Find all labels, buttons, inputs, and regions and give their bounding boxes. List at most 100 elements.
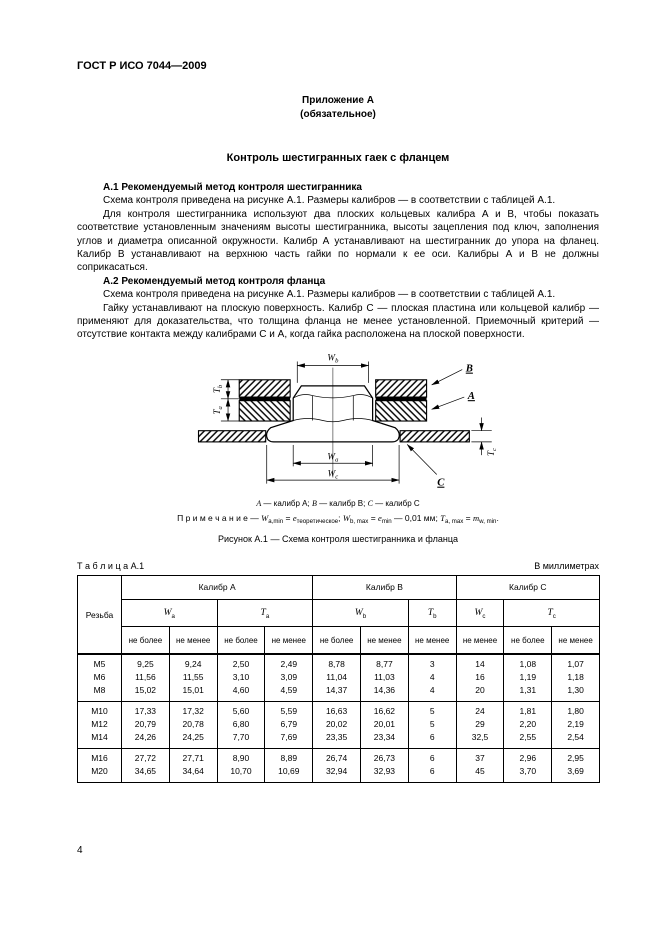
dim-wb: Wb [296,352,370,383]
value-cell: 11,56 [121,671,170,685]
value-cell: 10,69 [264,765,314,784]
value-cell: 15,01 [168,684,218,702]
value-cell: 34,64 [168,765,218,784]
value-cell: 11,03 [360,671,409,685]
paragraph: Схема контроля приведена на рисунке А.1.… [103,195,556,207]
svg-text:Wb: Wb [327,352,339,364]
limit-header: не менее [264,625,314,655]
gauge-b-label: В [431,363,473,386]
col-group-gauge-b: Калибр В [312,574,457,600]
col-group-gauge-c: Калибр С [455,574,600,600]
table-units: В миллиметрах [534,560,599,571]
value-cell: 23,35 [312,731,361,749]
col-header-tc: Tc [503,598,600,627]
gauge-a-block [238,396,428,422]
section-a1-heading: А.1 Рекомендуемый метод контроля шестигр… [103,182,362,193]
value-cell: 29 [455,718,505,732]
col-header-wa: Wa [121,598,218,627]
value-cell: 7,69 [264,731,314,749]
svg-text:Wc: Wc [328,468,339,480]
value-cell: 1,31 [503,684,553,702]
value-cell: 8,90 [216,748,266,766]
table-a1: Резьба Калибр А Калибр В Калибр С Wa Ta … [77,574,600,784]
paragraph: Схема контроля приведена на рисунке А.1.… [103,289,556,301]
gauge-c-label: С [406,443,445,489]
gauge-b-block [238,379,428,398]
value-cell: 2,19 [551,718,600,732]
limit-header: не менее [455,625,505,655]
table-header-row: не более не менее не более не менее не б… [78,625,600,655]
value-cell: 11,04 [312,671,361,685]
value-cell: 1,81 [503,701,553,719]
value-cell: 5 [407,701,457,719]
value-cell: 20,01 [360,718,409,732]
value-cell: 24 [455,701,505,719]
value-cell: 20 [455,684,505,702]
col-header-wb: Wb [312,598,409,627]
table-caption-row: Т а б л и ц а А.1 В миллиметрах [77,561,599,571]
dim-tc: Tc [471,417,498,456]
svg-text:Tb: Tb [212,384,224,393]
value-cell: 8,77 [360,653,409,672]
value-cell: 3,09 [264,671,314,685]
value-cell: 5,59 [264,701,314,719]
value-cell: 7,70 [216,731,266,749]
value-cell: 32,93 [360,765,409,784]
value-cell: 5,60 [216,701,266,719]
value-cell: 15,02 [121,684,170,702]
dim-tb: Tb [212,379,240,400]
limit-header: не более [121,625,170,655]
section-a2: А.2 Рекомендуемый метод контроля фланца … [77,275,599,342]
svg-text:В: В [465,363,473,375]
table-a1-head: Резьба Калибр А Калибр В Калибр С Wa Ta … [77,574,600,655]
annex-header: Приложение А (обязательное) [77,94,599,121]
limit-header: не более [312,625,361,655]
value-cell: 26,73 [360,748,409,766]
value-cell: 2,20 [503,718,553,732]
value-cell: 34,65 [121,765,170,784]
svg-text:Ta: Ta [212,405,224,414]
value-cell: 20,02 [312,718,361,732]
table-caption: Т а б л и ц а А.1 [77,560,145,571]
value-cell: 20,79 [121,718,170,732]
value-cell: 27,72 [121,748,170,766]
svg-text:Wa: Wa [327,452,339,464]
value-cell: 37 [455,748,505,766]
value-cell: 3,10 [216,671,266,685]
col-group-gauge-a: Калибр А [120,574,314,600]
body-sections: А.1 Рекомендуемый метод контроля шестигр… [77,181,599,342]
value-cell: 24,26 [121,731,170,749]
value-cell: 2,49 [264,653,314,672]
thread-size-cell: М14 [77,731,122,749]
thread-size-cell: М12 [77,718,122,732]
gauge-c-plate [197,430,470,443]
paragraph: Для контроля шестигранника используют дв… [77,208,599,274]
value-cell: 1,80 [551,701,600,719]
gauge-a-label: А [431,390,475,410]
value-cell: 16,63 [312,701,361,719]
thread-size-cell: М8 [77,684,122,702]
figure-caption: Рисунок А.1 — Схема контроля шестигранни… [217,533,459,544]
value-cell: 1,18 [551,671,600,685]
thread-size-cell: М20 [77,765,122,784]
value-cell: 1,08 [503,653,553,672]
limit-header: не менее [407,625,457,655]
value-cell: 16 [455,671,505,685]
figure-legend: А — калибр А; В — калибр В; С — калибр С [256,498,420,508]
figure-a1-diagram: Wb Wa Wc Tb [197,352,498,489]
value-cell: 1,19 [503,671,553,685]
value-cell: 32,5 [455,731,505,749]
value-cell: 9,25 [121,653,170,672]
value-cell: 6 [407,731,457,749]
value-cell: 24,25 [168,731,218,749]
value-cell: 8,78 [312,653,361,672]
value-cell: 4,59 [264,684,314,702]
dim-wc: Wc [266,444,400,484]
col-header-ta: Ta [216,598,314,627]
